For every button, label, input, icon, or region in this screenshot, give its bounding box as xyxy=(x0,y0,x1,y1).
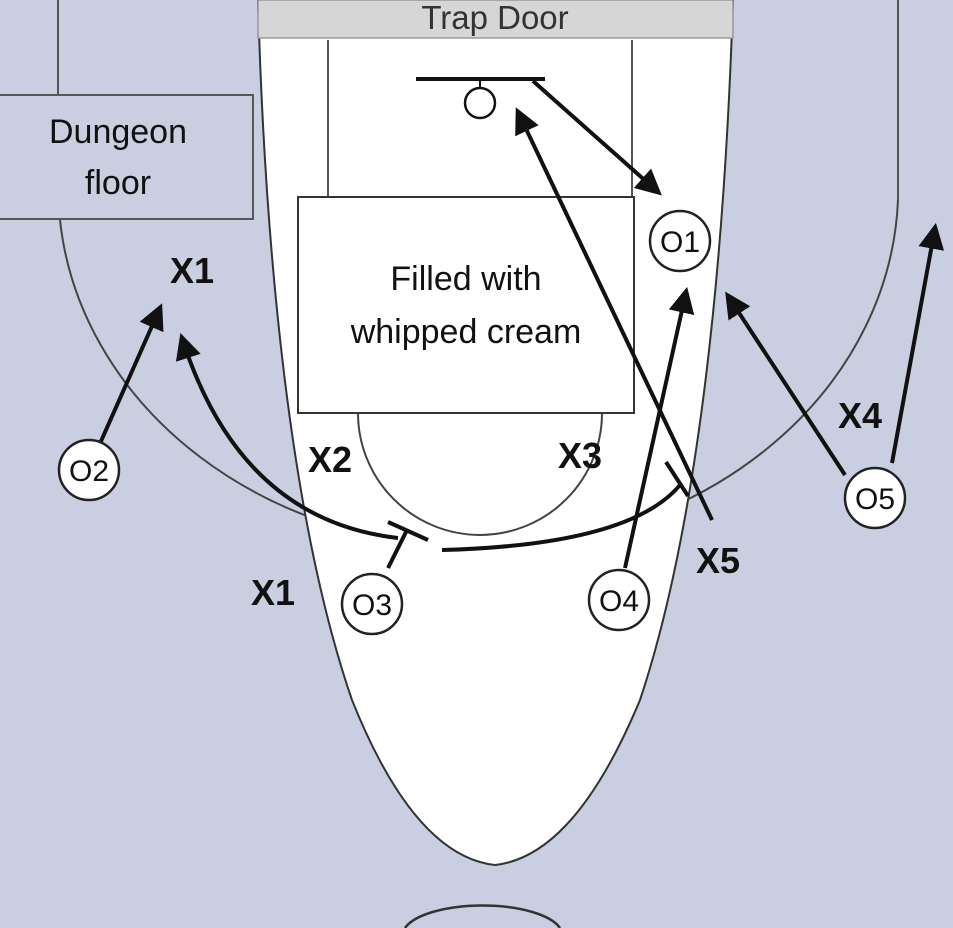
player-o4-label: O4 xyxy=(599,585,639,618)
arrow-backboard-to-o1 xyxy=(531,79,662,196)
dungeon-floor-box xyxy=(0,94,254,220)
rim xyxy=(463,86,497,120)
free-throw-circle xyxy=(357,412,603,536)
cream-label-line1: Filled with xyxy=(390,260,541,298)
arrow-x5-to-rim xyxy=(515,107,714,521)
trap-door-label: Trap Door xyxy=(421,0,568,36)
defender-x3: X3 xyxy=(558,435,602,476)
defender-x1-top: X1 xyxy=(170,250,214,291)
arrow-o4-to-o1 xyxy=(623,286,695,569)
defender-x5: X5 xyxy=(696,540,740,581)
arrow-o2-to-x1 xyxy=(96,303,164,449)
player-o5: O5 xyxy=(843,466,907,530)
dungeon-label-line1: Dungeon xyxy=(49,113,187,151)
center-circle xyxy=(403,904,562,928)
player-o3-label: O3 xyxy=(352,589,392,622)
defender-x2: X2 xyxy=(308,439,352,480)
player-o4-circle xyxy=(587,568,651,632)
player-o1-label: O1 xyxy=(660,226,700,259)
player-o1-circle xyxy=(648,209,712,273)
screen-bar-right xyxy=(664,460,690,498)
dungeon-label-line2: floor xyxy=(85,164,151,202)
defender-x4: X4 xyxy=(838,395,882,436)
arrow-o5-up xyxy=(890,222,945,464)
player-o1: O1 xyxy=(648,209,712,273)
whipped-cream-box xyxy=(297,196,635,414)
player-o2: O2 xyxy=(57,438,121,502)
player-o3-circle xyxy=(340,572,404,636)
player-o5-label: O5 xyxy=(855,483,895,516)
arrow-o5-cut xyxy=(725,291,847,477)
player-o2-label: O2 xyxy=(69,455,109,488)
screen-stem-o3 xyxy=(386,531,408,569)
screen-bar-o3 xyxy=(387,520,429,542)
arrow-screen-curve-left xyxy=(175,333,399,540)
player-o4: O4 xyxy=(587,568,651,632)
screen-curve-right xyxy=(441,483,682,552)
player-o3: O3 xyxy=(340,572,404,636)
player-o2-circle xyxy=(57,438,121,502)
defender-x1-bottom: X1 xyxy=(251,572,295,613)
player-o5-circle xyxy=(843,466,907,530)
cream-label-line2: whipped cream xyxy=(350,313,582,351)
trap-door xyxy=(257,0,734,39)
